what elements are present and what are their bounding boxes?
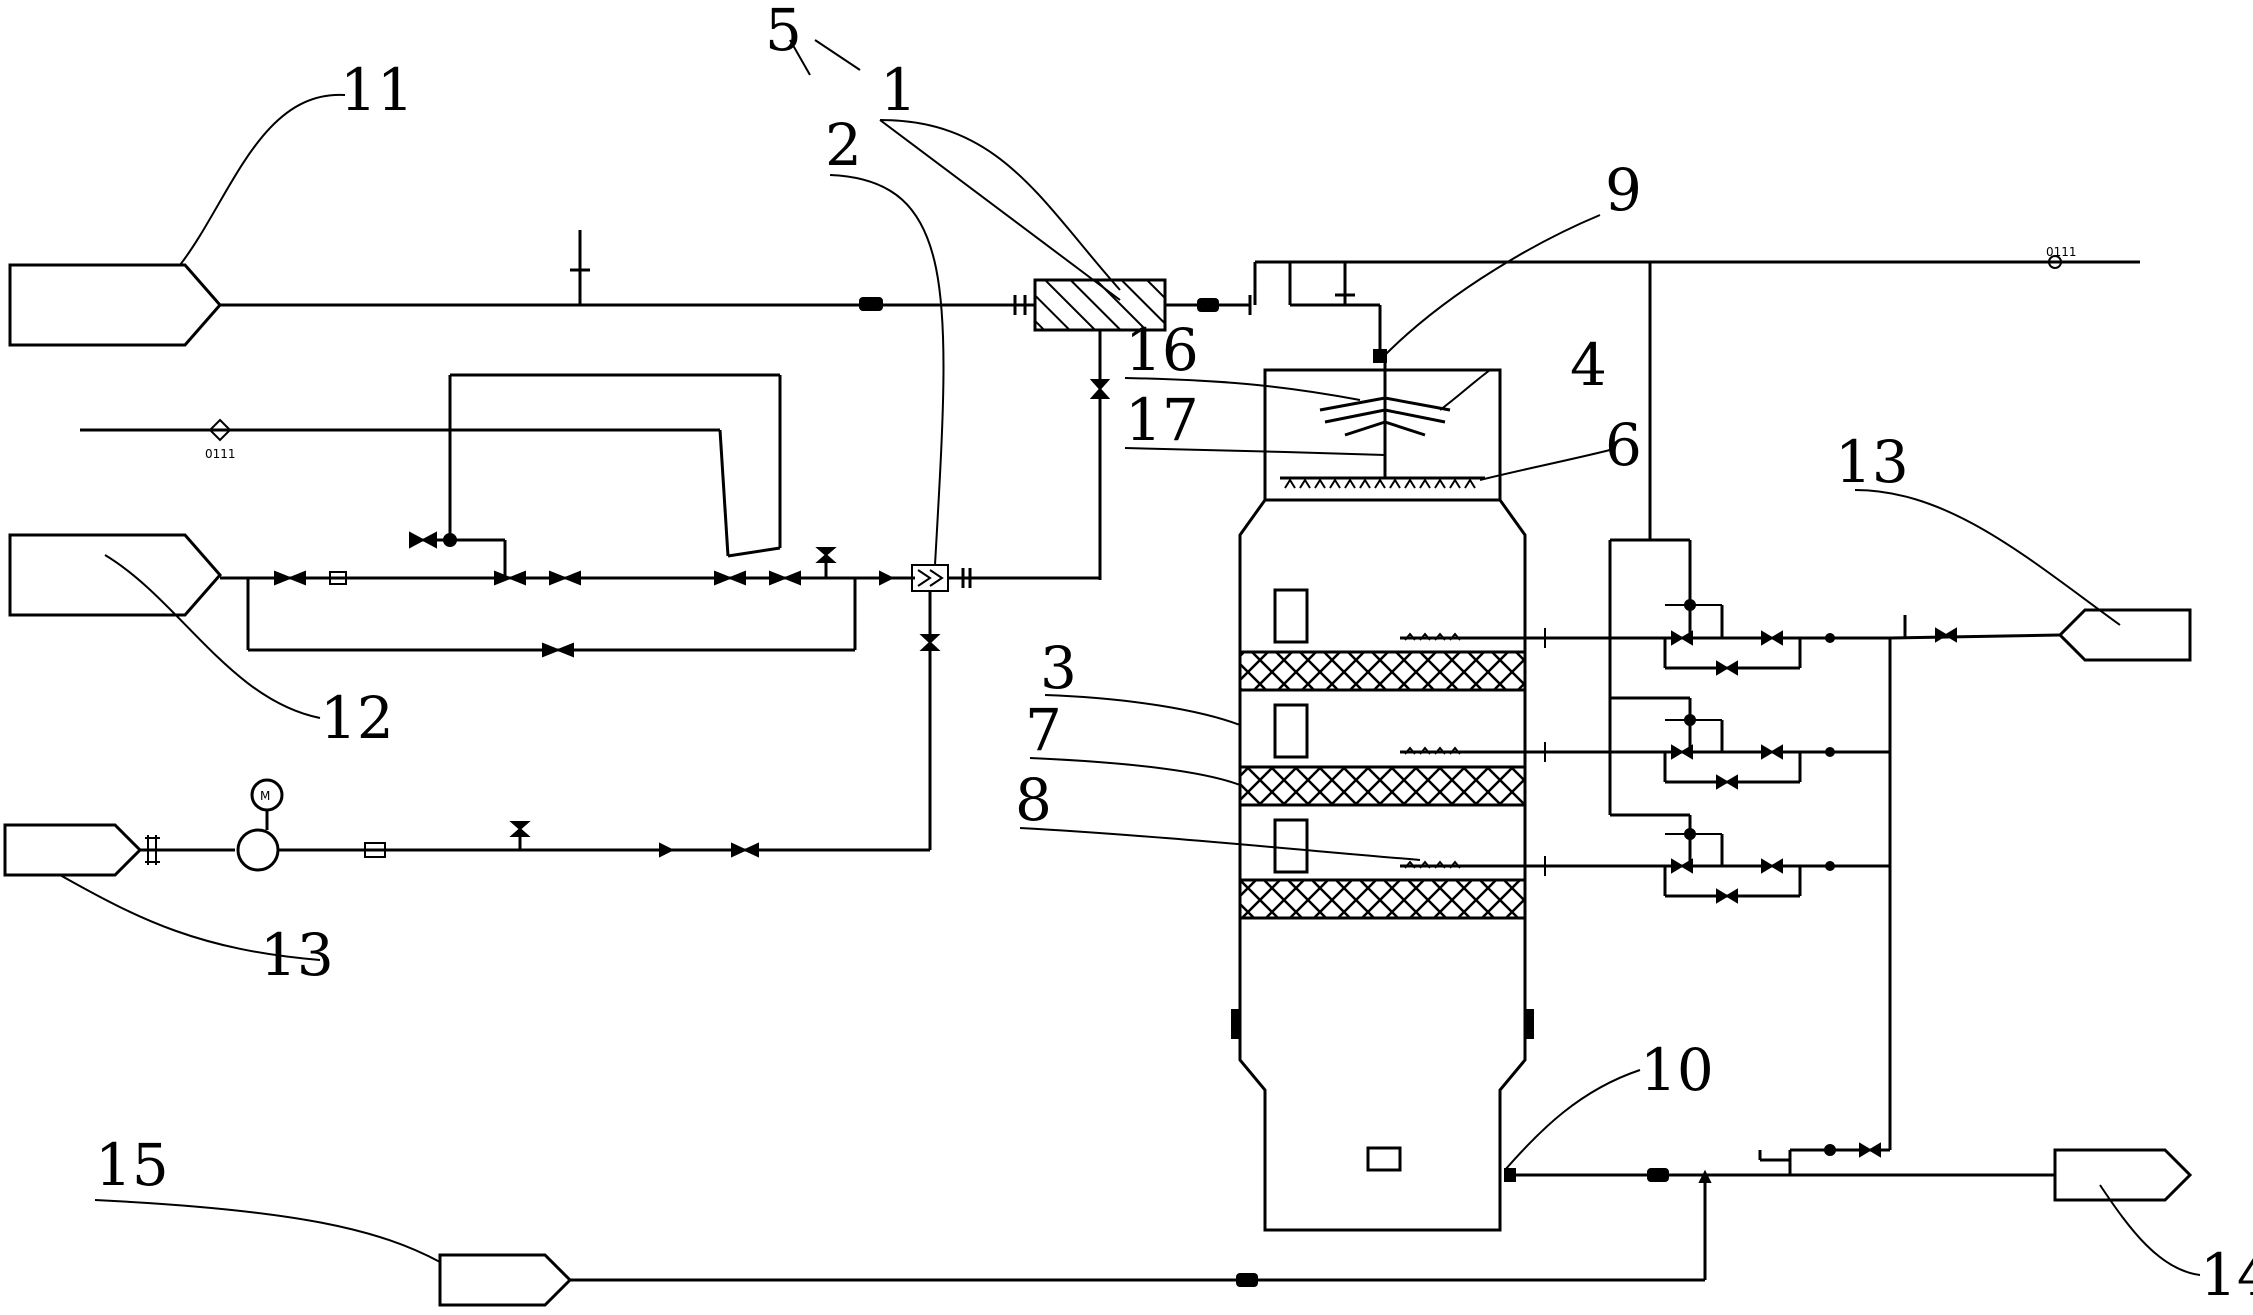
reagent-pipe-12 xyxy=(220,373,915,658)
label-9: 9 xyxy=(1605,156,1642,224)
label-8: 8 xyxy=(1015,766,1052,834)
label-3: 3 xyxy=(1040,634,1077,702)
instrument-tag-right: 0111 xyxy=(2046,245,2077,259)
tower-inlet-pipe: 0111 xyxy=(1165,245,2140,363)
label-14: 14 xyxy=(2200,1241,2253,1309)
inlet-box-11 xyxy=(8,263,222,347)
label-10: 10 xyxy=(1640,1036,1714,1104)
water-pipe-13: M xyxy=(140,778,930,872)
label-4: 4 xyxy=(1570,331,1607,399)
label-13-right: 13 xyxy=(1835,428,1909,496)
label-7: 7 xyxy=(1025,696,1062,764)
bottom-outlet-pipes xyxy=(570,1142,2055,1287)
valve-manifolds xyxy=(1608,262,2061,1150)
label-13-left: 13 xyxy=(260,921,334,989)
flue-gas-pipe xyxy=(220,230,1035,315)
pump-motor-icon: M xyxy=(260,789,270,803)
inlet-box-15 xyxy=(438,1253,573,1307)
label-6: 6 xyxy=(1605,411,1642,479)
instrument-line: 0111 xyxy=(80,418,730,557)
absorption-tower xyxy=(1231,368,1534,1232)
label-1: 1 xyxy=(880,56,917,124)
inlet-box-12 xyxy=(8,533,222,617)
label-15: 15 xyxy=(95,1131,169,1199)
label-5: 5 xyxy=(765,0,802,64)
callout-labels: 5 1 2 11 9 16 17 4 6 13 12 3 7 8 13 10 1… xyxy=(95,0,2253,1309)
outlet-box-14 xyxy=(2053,1148,2193,1202)
demister xyxy=(1280,362,1485,489)
spray-headers xyxy=(1400,628,1890,876)
exchanger-drop-pipe xyxy=(1089,330,1111,580)
mixer xyxy=(911,564,1100,850)
instrument-tag-left: 0111 xyxy=(205,447,236,461)
label-17: 17 xyxy=(1125,386,1199,454)
label-11: 11 xyxy=(340,56,414,124)
inlet-box-13-right xyxy=(2057,608,2192,662)
label-2: 2 xyxy=(825,111,862,179)
label-16: 16 xyxy=(1125,316,1199,384)
leader-lines xyxy=(59,39,2201,1276)
label-12: 12 xyxy=(320,684,394,752)
inlet-box-13-left xyxy=(3,823,143,877)
